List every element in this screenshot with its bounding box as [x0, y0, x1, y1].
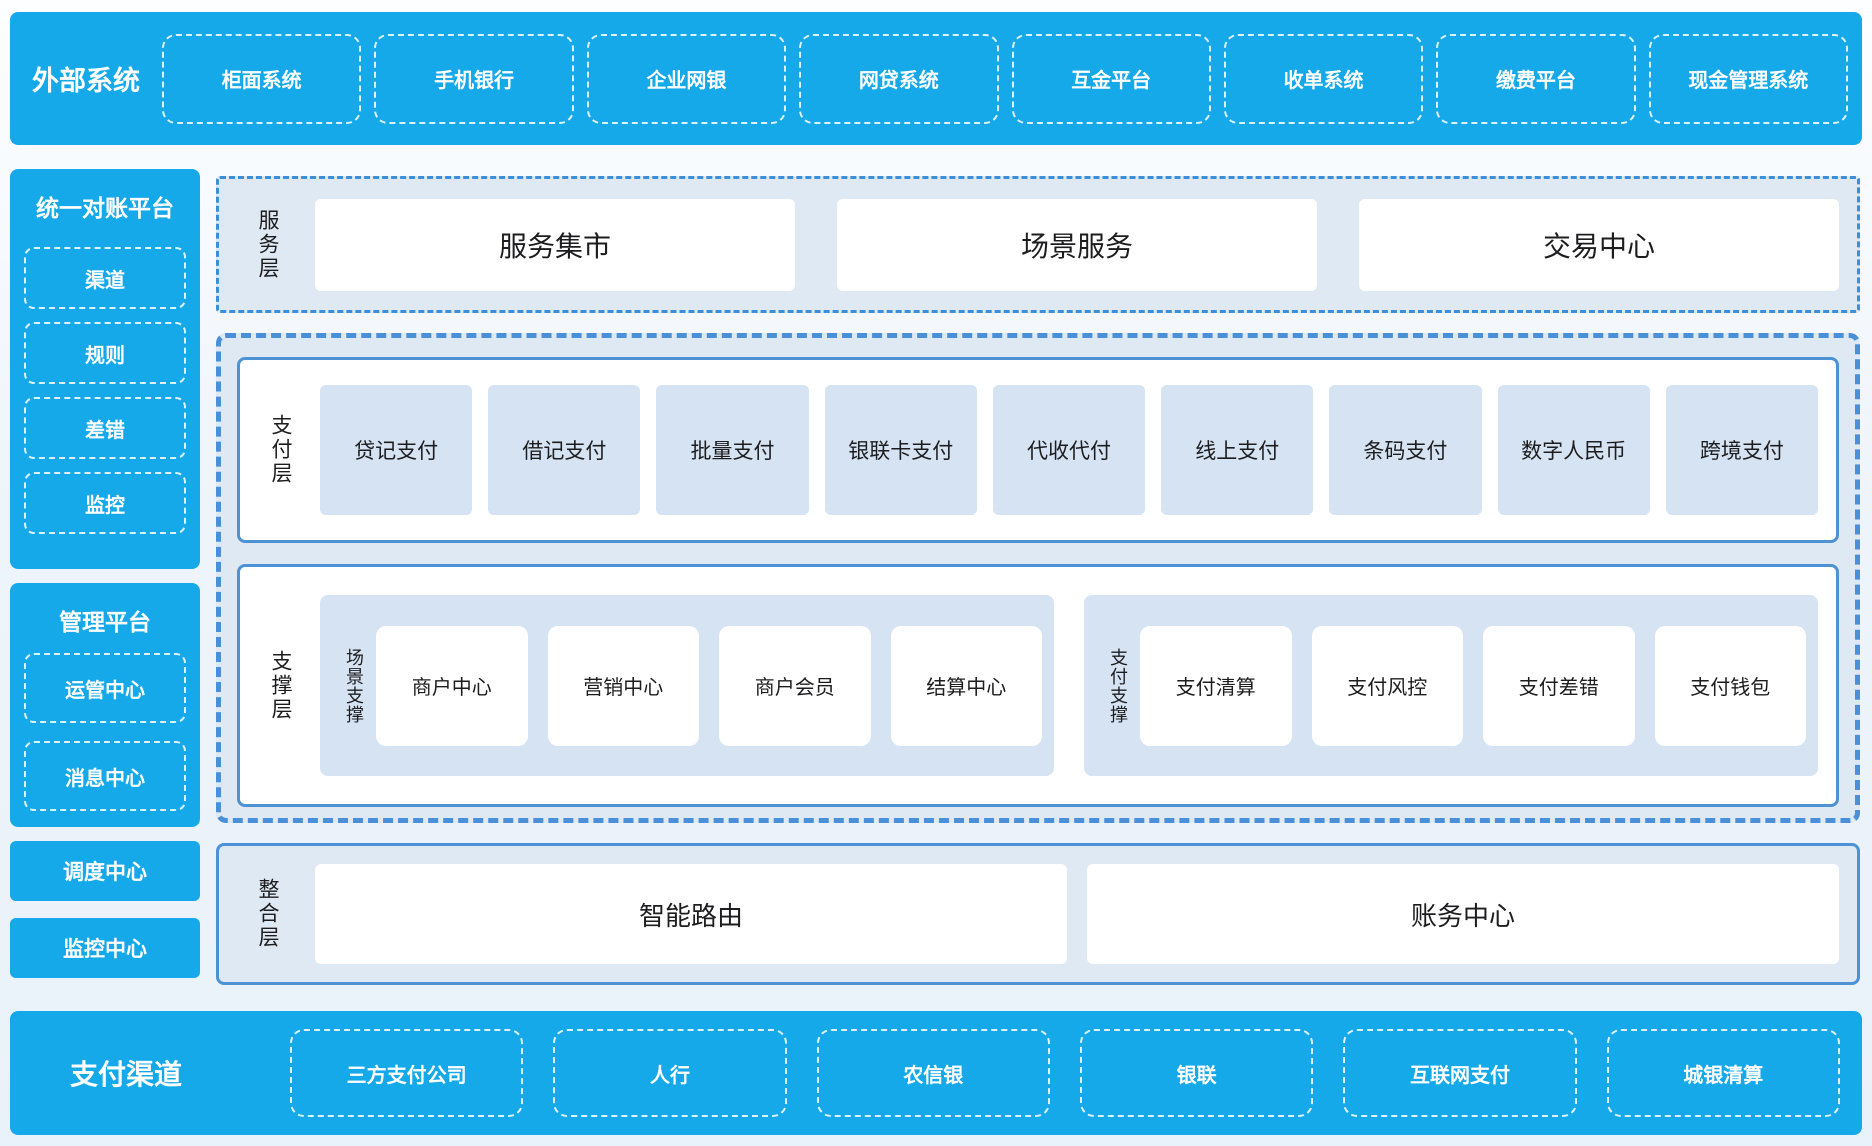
- service-layer-box: 场景服务: [837, 198, 1317, 291]
- payment-item: 数字人民币: [1497, 385, 1650, 515]
- external-system-item: 收单系统: [1223, 33, 1424, 124]
- payment-item: 线上支付: [1161, 385, 1314, 515]
- integration-layer-label: 整合层: [256, 878, 279, 950]
- service-layer-box: 服务集市: [315, 198, 795, 291]
- external-system-item: 缴费平台: [1436, 33, 1636, 124]
- support-layer-label: 支撑层: [269, 649, 292, 722]
- support-item: 支付风控: [1311, 625, 1463, 746]
- external-system-item: 网贷系统: [799, 33, 999, 124]
- payment-item: 银联卡支付: [824, 385, 977, 515]
- service-layer-box: 交易中心: [1359, 198, 1839, 291]
- support-item: 商户中心: [376, 625, 528, 746]
- external-system-item: 企业网银: [586, 33, 787, 124]
- reconciliation-item: 规则: [24, 322, 186, 384]
- reconciliation-item: 差错: [24, 397, 186, 459]
- reconciliation-item: 监控: [24, 472, 186, 534]
- payment-item: 跨境支付: [1665, 385, 1818, 515]
- reconciliation-platform-panel: 统一对账平台 渠道 规则 差错 监控: [10, 169, 200, 569]
- external-systems-band: 外部系统 柜面系统 手机银行 企业网银 网贷系统 互金平台 收单系统 缴费平台 …: [10, 12, 1862, 145]
- payment-channel-item: 农信银: [816, 1029, 1050, 1117]
- payment-item: 批量支付: [656, 385, 809, 515]
- payment-support-label: 支付支撑: [1108, 647, 1128, 724]
- scenario-support-label: 场景支撑: [344, 647, 364, 724]
- payment-item: 贷记支付: [320, 385, 473, 515]
- management-item: 运管中心: [24, 653, 186, 723]
- support-item: 结算中心: [890, 625, 1042, 746]
- support-item: 支付差错: [1483, 625, 1635, 746]
- service-layer: 服务层 服务集市 场景服务 交易中心: [216, 176, 1860, 313]
- payment-channels-items: 三方支付公司 人行 农信银 银联 互联网支付 城银清算: [290, 1029, 1840, 1117]
- integration-layer: 整合层 智能路由 账务中心: [216, 843, 1860, 985]
- external-system-item: 现金管理系统: [1648, 33, 1848, 124]
- payment-layer-label: 支付层: [269, 414, 292, 486]
- payment-channel-item: 城银清算: [1606, 1029, 1840, 1117]
- support-item: 支付钱包: [1654, 625, 1806, 746]
- payment-channel-item: 互联网支付: [1343, 1029, 1577, 1117]
- support-item: 营销中心: [547, 625, 699, 746]
- external-system-item: 柜面系统: [162, 33, 362, 124]
- external-system-item: 互金平台: [1011, 33, 1211, 124]
- scenario-support-group: 场景支撑 商户中心 营销中心 商户会员 结算中心: [320, 595, 1054, 776]
- payment-item: 条码支付: [1329, 385, 1482, 515]
- support-layer: 支撑层 场景支撑 商户中心 营销中心 商户会员 结算中心 支付支撑 支付清算 支…: [237, 564, 1839, 807]
- reconciliation-items: 渠道 规则 差错 监控: [24, 247, 186, 534]
- monitor-center-box: 监控中心: [10, 918, 200, 978]
- support-item: 支付清算: [1140, 625, 1292, 746]
- integration-box: 账务中心: [1087, 864, 1839, 964]
- management-item: 消息中心: [24, 741, 186, 811]
- reconciliation-platform-title: 统一对账平台: [36, 195, 174, 221]
- management-platform-title: 管理平台: [59, 609, 151, 635]
- service-layer-boxes: 服务集市 场景服务 交易中心: [315, 198, 1839, 291]
- integration-layer-boxes: 智能路由 账务中心: [315, 864, 1839, 964]
- external-systems-title: 外部系统: [32, 66, 140, 96]
- management-items: 运管中心 消息中心: [24, 653, 186, 811]
- external-systems-items: 柜面系统 手机银行 企业网银 网贷系统 互金平台 收单系统 缴费平台 现金管理系…: [162, 33, 1848, 124]
- management-platform-panel: 管理平台 运管中心 消息中心: [10, 583, 200, 827]
- service-layer-label: 服务层: [256, 208, 279, 281]
- payment-layer: 支付层 贷记支付 借记支付 批量支付 银联卡支付 代收代付 线上支付 条码支付 …: [237, 357, 1839, 543]
- scheduler-center-box: 调度中心: [10, 841, 200, 901]
- payment-support-items: 支付清算 支付风控 支付差错 支付钱包: [1140, 625, 1806, 746]
- payment-channel-item: 三方支付公司: [290, 1029, 524, 1117]
- payment-channels-band: 支付渠道 三方支付公司 人行 农信银 银联 互联网支付 城银清算: [10, 1011, 1862, 1135]
- support-layer-groups: 场景支撑 商户中心 营销中心 商户会员 结算中心 支付支撑 支付清算 支付风控 …: [320, 595, 1818, 776]
- payment-layer-items: 贷记支付 借记支付 批量支付 银联卡支付 代收代付 线上支付 条码支付 数字人民…: [320, 385, 1818, 515]
- integration-box: 智能路由: [315, 864, 1067, 964]
- support-item: 商户会员: [719, 625, 871, 746]
- external-system-item: 手机银行: [374, 33, 574, 124]
- payment-channel-item: 银联: [1079, 1029, 1314, 1117]
- payment-item: 借记支付: [488, 385, 641, 515]
- reconciliation-item: 渠道: [24, 247, 186, 309]
- payment-channel-item: 人行: [553, 1029, 787, 1117]
- payment-item: 代收代付: [992, 385, 1146, 515]
- payment-channels-title: 支付渠道: [69, 1059, 182, 1090]
- payment-support-group: 支付支撑 支付清算 支付风控 支付差错 支付钱包: [1084, 595, 1818, 776]
- scenario-support-items: 商户中心 营销中心 商户会员 结算中心: [376, 625, 1042, 746]
- payment-support-container: 支付层 贷记支付 借记支付 批量支付 银联卡支付 代收代付 线上支付 条码支付 …: [216, 333, 1860, 823]
